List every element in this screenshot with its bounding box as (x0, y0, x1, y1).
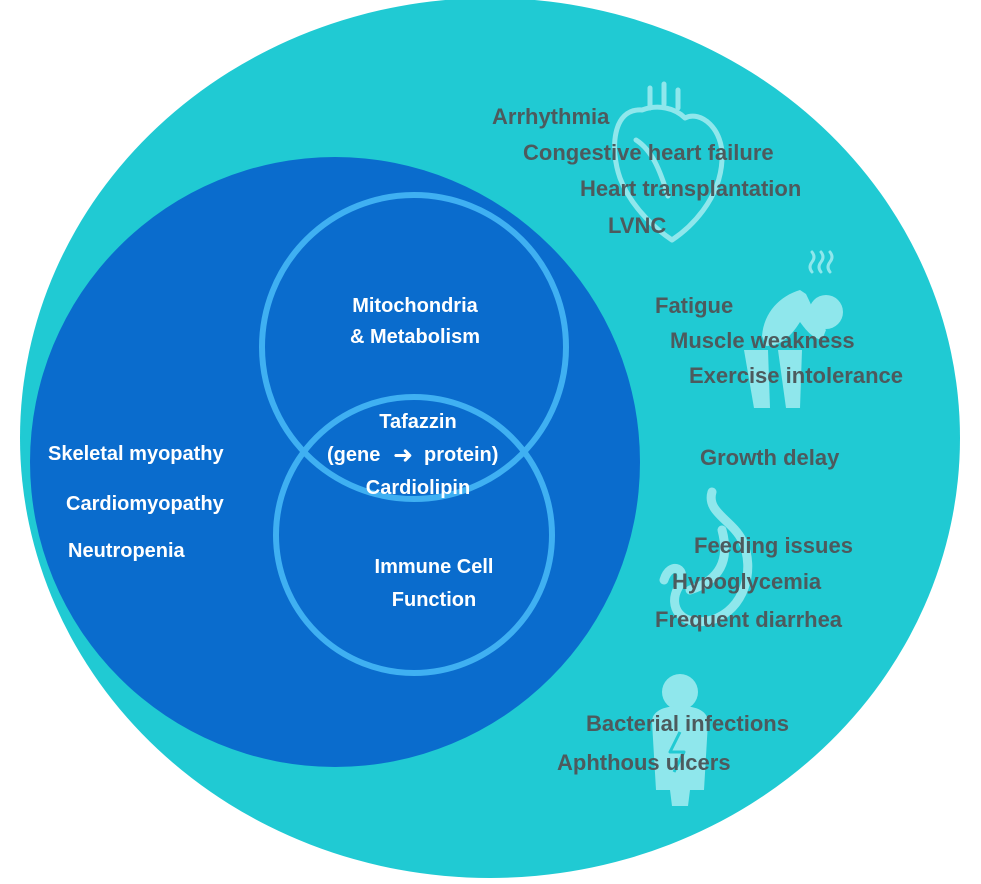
outer-label-feeding-issues: Feeding issues (694, 533, 853, 558)
venn-bottom-line2: Function (392, 589, 476, 611)
venn-top-line2: & Metabolism (350, 326, 480, 348)
outer-label-exercise-intolerance: Exercise intolerance (689, 363, 903, 388)
tired-person-icon (744, 290, 843, 408)
inner-label-neutropenia: Neutropenia (68, 540, 186, 562)
outer-label-frequent-diarrhea: Frequent diarrhea (655, 607, 843, 632)
outer-label-congestive-heart-failure: Congestive heart failure (523, 140, 774, 165)
stomach-icon (659, 487, 753, 627)
outer-label-growth-delay: Growth delay (700, 445, 840, 470)
venn-circle-top (259, 192, 569, 502)
outer-label-bacterial-infections: Bacterial infections (586, 711, 789, 736)
venn-center-protein: protein) (424, 444, 498, 466)
venn-circle-bottom (273, 394, 555, 676)
sweat-icon (808, 250, 834, 274)
outer-label-muscle-weakness: Muscle weakness (670, 328, 855, 353)
outer-label-heart-transplantation: Heart transplantation (580, 176, 801, 201)
outer-label-arrhythmia: Arrhythmia (492, 104, 610, 129)
venn-center-gene: (gene (327, 444, 380, 466)
sick-person-icon (652, 674, 708, 806)
inner-circle (30, 157, 640, 767)
venn-top-line1: Mitochondria (352, 295, 478, 317)
bolt-icon (668, 731, 686, 773)
outer-label-aphthous-ulcers: Aphthous ulcers (557, 750, 731, 775)
outer-label-hypoglycemia: Hypoglycemia (672, 569, 822, 594)
heart-icon (612, 81, 725, 243)
venn-center-line3: Cardiolipin (366, 477, 470, 499)
outer-label-lvnc: LVNC (608, 213, 666, 238)
outer-label-fatigue: Fatigue (655, 293, 733, 318)
inner-label-skeletal-myopathy: Skeletal myopathy (48, 443, 225, 465)
inner-label-cardiomyopathy: Cardiomyopathy (66, 493, 225, 515)
venn-center-line1: Tafazzin (379, 411, 456, 433)
venn-bottom-line1: Immune Cell (375, 556, 494, 578)
arrow-icon: ➜ (393, 442, 413, 469)
